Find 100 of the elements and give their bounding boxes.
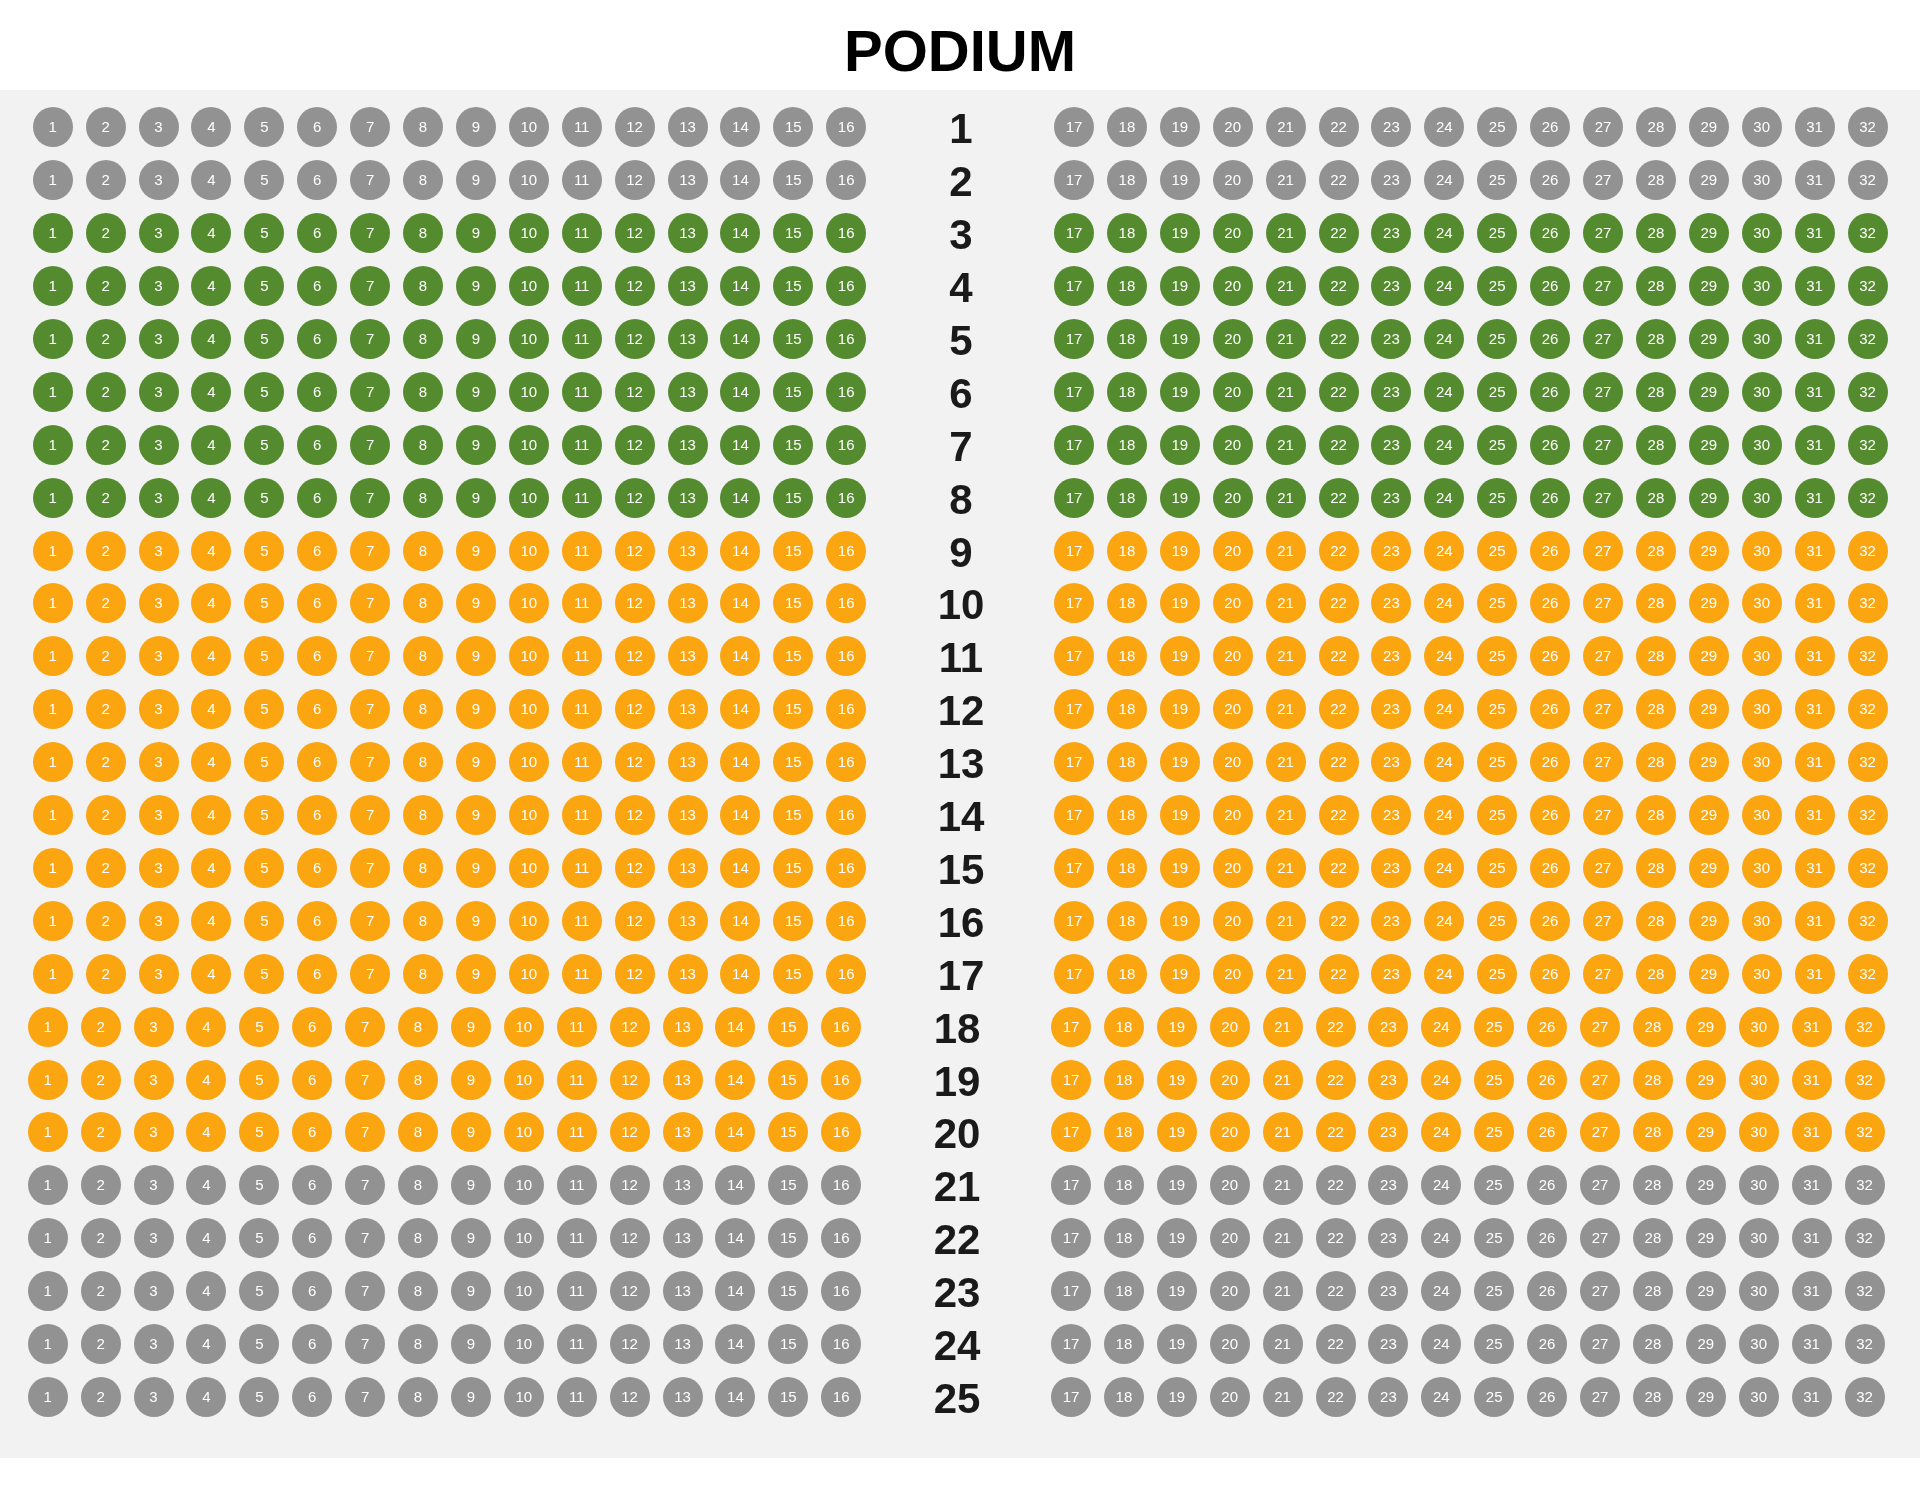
- seat-marker: 25: [1477, 795, 1518, 835]
- row-number: 8: [949, 478, 973, 521]
- seat-marker: 19: [1159, 477, 1200, 518]
- row-number: 13: [937, 743, 985, 786]
- seat-marker: 8: [403, 636, 443, 677]
- seat-marker: 31: [1791, 1165, 1832, 1206]
- seat-marker: 24: [1424, 160, 1465, 201]
- seat-marker: 19: [1159, 795, 1200, 835]
- seat-marker: 10: [508, 583, 549, 624]
- seat-marker: 21: [1265, 636, 1306, 677]
- seat-marker: 7: [350, 847, 391, 888]
- row-number: 16: [937, 901, 985, 944]
- seat-marker: 21: [1262, 1218, 1303, 1259]
- seat-marker: 20: [1212, 107, 1253, 148]
- seat-marker: 4: [191, 742, 232, 783]
- seat-marker: 7: [345, 1059, 386, 1100]
- seat-marker: 15: [773, 477, 814, 518]
- seat-marker: 25: [1477, 953, 1518, 994]
- seat-marker: 9: [455, 583, 496, 624]
- seat-marker: 19: [1156, 1006, 1197, 1047]
- seat-marker: 6: [297, 900, 338, 941]
- seat-marker: 23: [1368, 1271, 1409, 1312]
- seat-marker: 2: [85, 318, 126, 359]
- seat-marker: 6: [297, 107, 338, 148]
- seat-marker: 14: [715, 1376, 756, 1417]
- seat-marker: 28: [1635, 477, 1676, 518]
- seat-marker: 32: [1847, 213, 1888, 254]
- seat-marker: 16: [826, 953, 867, 994]
- seat-marker: 27: [1583, 689, 1623, 730]
- seat-marker: 28: [1635, 160, 1676, 201]
- seat-marker: 3: [138, 477, 179, 518]
- seat-marker: 27: [1583, 953, 1623, 994]
- seat-marker: 30: [1738, 1165, 1779, 1206]
- seat-marker: 1: [32, 689, 73, 730]
- row-number: 17: [937, 954, 985, 997]
- seat-marker: 28: [1635, 583, 1676, 624]
- seat-marker: 28: [1635, 900, 1676, 941]
- seat-marker: 24: [1424, 953, 1465, 994]
- seat-marker: 29: [1688, 530, 1729, 571]
- seat-marker: 16: [826, 742, 867, 783]
- seat-marker: 3: [138, 318, 179, 359]
- seat-marker: 31: [1794, 953, 1835, 994]
- seat-marker: 26: [1530, 795, 1571, 835]
- seat-marker: 11: [556, 1376, 597, 1417]
- seat-marker: 9: [455, 371, 496, 412]
- seat-marker: 32: [1847, 266, 1888, 306]
- seat-marker: 9: [455, 477, 496, 518]
- seat-marker: 27: [1580, 1006, 1620, 1047]
- seat-marker: 22: [1318, 424, 1359, 465]
- seat-marker: 4: [191, 795, 232, 835]
- row-number: 23: [933, 1272, 981, 1315]
- seat-marker: 13: [662, 1006, 703, 1047]
- seat-marker: 3: [133, 1059, 174, 1100]
- seat-marker: 30: [1741, 213, 1782, 254]
- seat-marker: 2: [85, 636, 126, 677]
- seat-marker: 14: [720, 583, 761, 624]
- seat-marker: 22: [1318, 583, 1359, 624]
- seat-marker: 24: [1424, 477, 1465, 518]
- seat-marker: 19: [1156, 1376, 1197, 1417]
- seat-marker: 18: [1106, 530, 1147, 571]
- seat-marker: 21: [1262, 1006, 1303, 1047]
- seat-marker: 27: [1583, 160, 1623, 201]
- seat-marker: 10: [508, 477, 549, 518]
- seat-marker: 2: [80, 1165, 121, 1206]
- seat-marker: 2: [80, 1324, 121, 1364]
- seat-marker: 20: [1212, 371, 1253, 412]
- seat-marker: 19: [1159, 213, 1200, 254]
- seat-marker: 16: [826, 107, 867, 148]
- seat-marker: 17: [1054, 160, 1094, 201]
- seat-marker: 8: [403, 742, 443, 783]
- seat-marker: 23: [1368, 1165, 1409, 1206]
- seat-marker: 10: [508, 953, 549, 994]
- seat-marker: 10: [503, 1376, 544, 1417]
- seat-marker: 15: [773, 689, 814, 730]
- seat-marker: 8: [403, 795, 443, 835]
- seat-marker: 23: [1371, 795, 1412, 835]
- seat-marker: 13: [662, 1324, 703, 1364]
- seat-marker: 20: [1212, 900, 1253, 941]
- seat-marker: 3: [138, 371, 179, 412]
- seat-marker: 31: [1794, 160, 1835, 201]
- seat-marker: 1: [32, 266, 73, 306]
- seat-marker: 15: [773, 160, 814, 201]
- seat-marker: 17: [1054, 795, 1094, 835]
- seat-marker: 9: [450, 1006, 491, 1047]
- seat-marker: 4: [191, 636, 232, 677]
- seat-marker: 23: [1371, 424, 1412, 465]
- seat-marker: 8: [403, 477, 443, 518]
- seat-marker: 7: [345, 1271, 386, 1312]
- seat-marker: 4: [191, 266, 232, 306]
- seat-marker: 21: [1265, 371, 1306, 412]
- seat-marker: 4: [191, 107, 232, 148]
- seat-marker: 31: [1791, 1376, 1832, 1417]
- seat-marker: 6: [297, 795, 338, 835]
- seat-marker: 3: [138, 530, 179, 571]
- seat-marker: 14: [715, 1324, 756, 1364]
- seat-marker: 21: [1262, 1271, 1303, 1312]
- seat-marker: 11: [561, 953, 602, 994]
- seat-marker: 25: [1477, 847, 1518, 888]
- seat-marker: 15: [768, 1006, 809, 1047]
- seat-marker: 15: [768, 1271, 809, 1312]
